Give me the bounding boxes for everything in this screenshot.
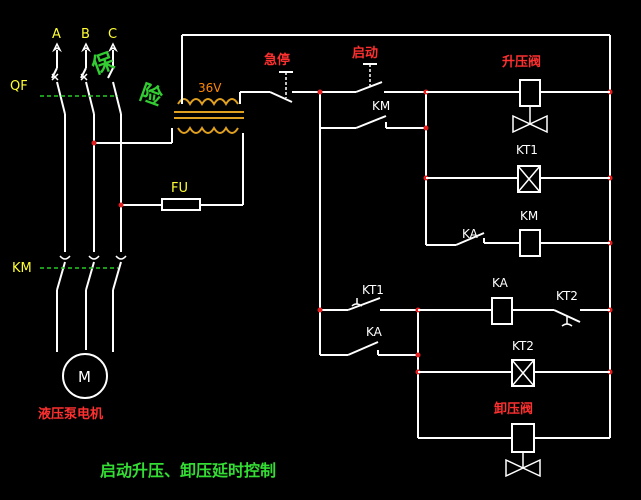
kt1-contact-label: KT1: [362, 283, 384, 297]
control-top-wire: [181, 34, 611, 438]
estop-label: 急停: [264, 52, 290, 68]
start-switch: [320, 63, 426, 93]
start-label: 启动: [352, 45, 378, 61]
ka-contact2-label: KA: [366, 325, 383, 339]
kt2-contact-label: KT2: [556, 289, 578, 303]
diagram-title: 启动升压、卸压延时控制: [100, 461, 276, 480]
release-valve-label: 卸压阀: [494, 401, 533, 417]
release-valve-coil: [418, 423, 610, 478]
breaker-label: QF: [10, 79, 28, 94]
control-bus: [317, 89, 613, 355]
kt1-ka-contacts: [317, 297, 613, 438]
motor: M: [62, 353, 108, 399]
pressure-valve-coil: [426, 79, 610, 134]
phase-arrows: [52, 42, 118, 68]
kt1-coil: [426, 165, 610, 193]
breaker-qf: [40, 67, 122, 115]
ka-contact-label: KA: [462, 227, 479, 241]
contactor-label: KM: [12, 261, 32, 276]
main-contactor-km: [40, 255, 127, 352]
ka-coil: [418, 297, 554, 325]
km-contact-label: KM: [372, 99, 390, 113]
motor-symbol: M: [78, 368, 91, 386]
phase-c-label: C: [108, 27, 117, 42]
green-mark-2: 险: [136, 79, 167, 111]
kt1-coil-label: KT1: [516, 143, 538, 157]
pressure-valve-label: 升压阀: [502, 54, 541, 70]
transformer-feed: [91, 128, 244, 208]
fuse-fu: [161, 198, 201, 211]
km-hold-contact: [319, 92, 426, 129]
ka-km-branch: [426, 229, 610, 257]
power-lines: [64, 114, 122, 252]
transformer: [174, 98, 244, 134]
ka-coil-label: KA: [492, 276, 509, 290]
phase-b-label: B: [81, 27, 90, 42]
estop-switch: [269, 71, 320, 103]
phase-a-label: A: [52, 27, 61, 42]
kt2-coil: [418, 359, 610, 387]
kt2-coil-label: KT2: [512, 339, 534, 353]
kt2-contact: [553, 309, 610, 327]
transformer-voltage: 36V: [198, 81, 222, 95]
fuse-label: FU: [171, 181, 188, 196]
km-coil-label: KM: [520, 209, 538, 223]
motor-caption: 液压泵电机: [38, 406, 103, 422]
